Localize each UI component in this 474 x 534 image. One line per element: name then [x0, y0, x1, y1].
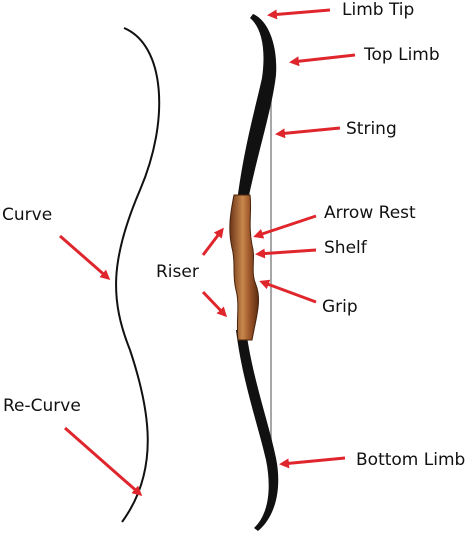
- riser-arrow-up: [201, 227, 224, 256]
- label-bottom-limb: Bottom Limb: [356, 450, 466, 470]
- riser-arrow-down: [201, 290, 228, 318]
- curve-arrow: [59, 234, 111, 280]
- label-curve: Curve: [2, 205, 53, 225]
- limb-tip-arrow: [267, 8, 331, 20]
- label-grip: Grip: [322, 297, 358, 317]
- top-limb-arrow: [289, 53, 356, 67]
- label-riser: Riser: [156, 262, 199, 282]
- bottom-limb-arrow: [279, 456, 346, 469]
- re-curve-arrow: [64, 426, 143, 496]
- shelf-arrow: [255, 248, 317, 259]
- arrow-rest-arrow: [253, 214, 317, 239]
- label-string: String: [346, 119, 397, 139]
- bottom-limb: [236, 330, 279, 531]
- curve-outline: [115, 27, 161, 523]
- top-limb: [236, 14, 277, 210]
- label-arrow-rest: Arrow Rest: [324, 203, 416, 223]
- label-re-curve: Re-Curve: [3, 396, 81, 416]
- label-shelf: Shelf: [324, 238, 367, 258]
- grip-arrow: [259, 279, 317, 304]
- label-limb-tip: Limb Tip: [342, 0, 415, 20]
- label-top-limb: Top Limb: [364, 45, 440, 65]
- string-arrow: [275, 126, 341, 139]
- riser: [229, 194, 259, 341]
